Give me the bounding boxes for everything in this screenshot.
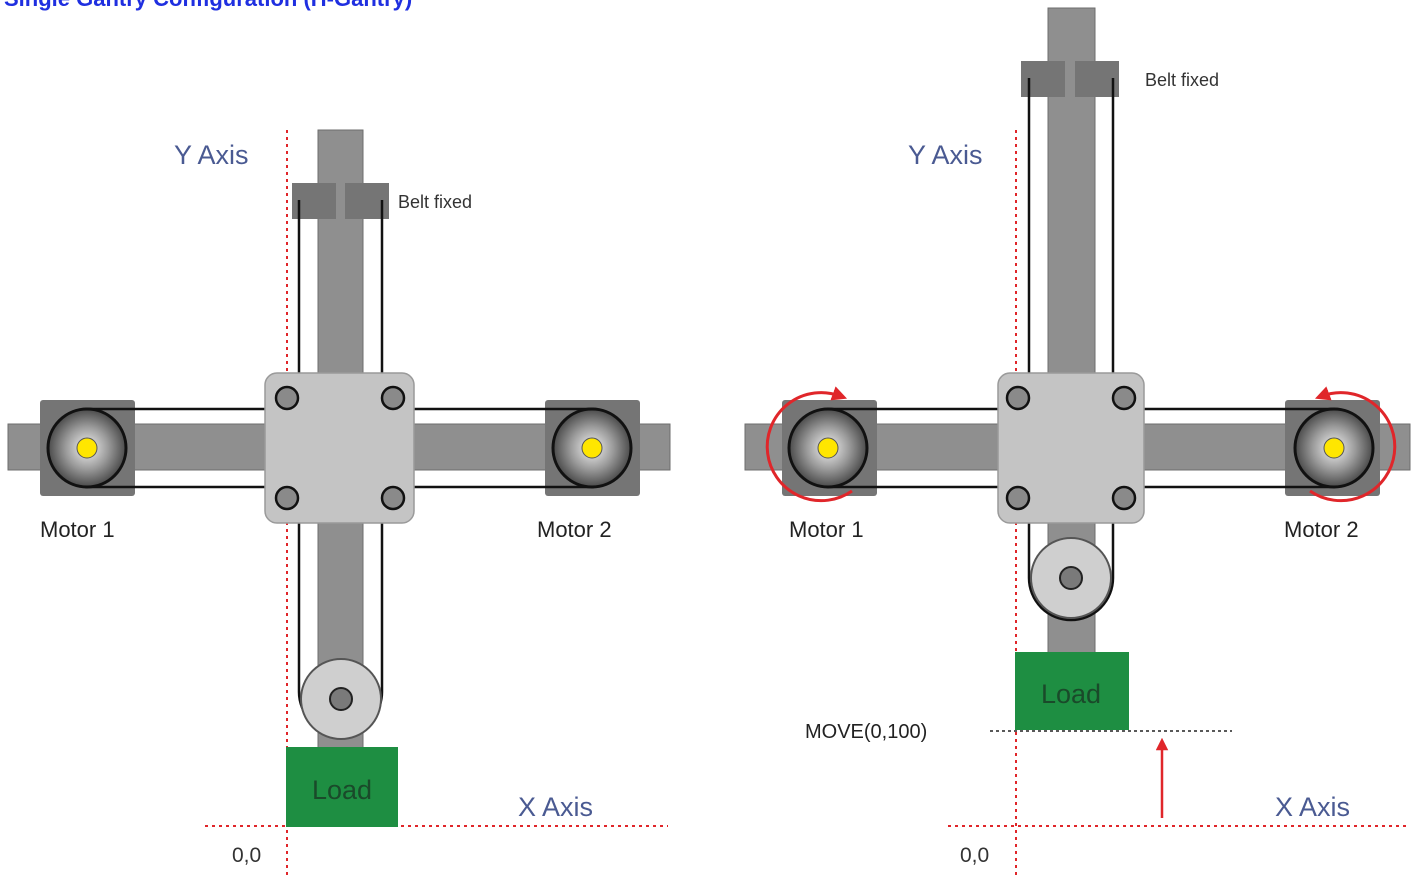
x-axis-label: X Axis (1275, 792, 1350, 822)
load-label: Load (1041, 679, 1101, 709)
belt-fixed-label: Belt fixed (398, 192, 472, 212)
motor-pulley-icon (551, 407, 633, 489)
load-block (286, 747, 398, 827)
page-title: Single Gantry Configuration (H-Gantry) (4, 0, 412, 11)
motor2-label: Motor 2 (1284, 517, 1359, 542)
belt (85, 200, 594, 735)
motor-pulley-icon (787, 407, 869, 489)
motor1-label: Motor 1 (40, 517, 115, 542)
right-gantry: Y Axis Belt fixed Motor 1 Motor 2 Load M… (744, 7, 1411, 878)
load-block (1015, 652, 1129, 730)
motor2-label: Motor 2 (537, 517, 612, 542)
carriage (264, 372, 415, 524)
rotation-arrow-icon (1309, 386, 1397, 503)
corner-idlers (274, 385, 406, 511)
load-label: Load (312, 775, 372, 805)
belt (828, 78, 1334, 622)
motor1-label: Motor 1 (789, 517, 864, 542)
corner-idlers (1005, 385, 1137, 511)
origin-label: 0,0 (960, 844, 989, 867)
left-gantry: Y Axis Belt fixed Motor 1 Motor 2 Load X… (7, 129, 671, 878)
y-axis-label: Y Axis (908, 140, 983, 170)
y-axis-label: Y Axis (174, 140, 249, 170)
idler-pulley-icon (300, 658, 382, 740)
motor-pulley-icon (46, 407, 128, 489)
motor-pulley-icon (1293, 407, 1375, 489)
origin-label: 0,0 (232, 844, 261, 867)
idler-pulley-icon (1030, 537, 1112, 619)
x-axis-label: X Axis (518, 792, 593, 822)
rotation-arrow-icon (765, 386, 853, 503)
carriage (997, 372, 1145, 524)
move-command-label: MOVE(0,100) (805, 721, 927, 743)
belt-clamp-right (1075, 61, 1119, 97)
belt-clamp-left (1021, 61, 1065, 97)
belt-fixed-label: Belt fixed (1145, 70, 1219, 90)
